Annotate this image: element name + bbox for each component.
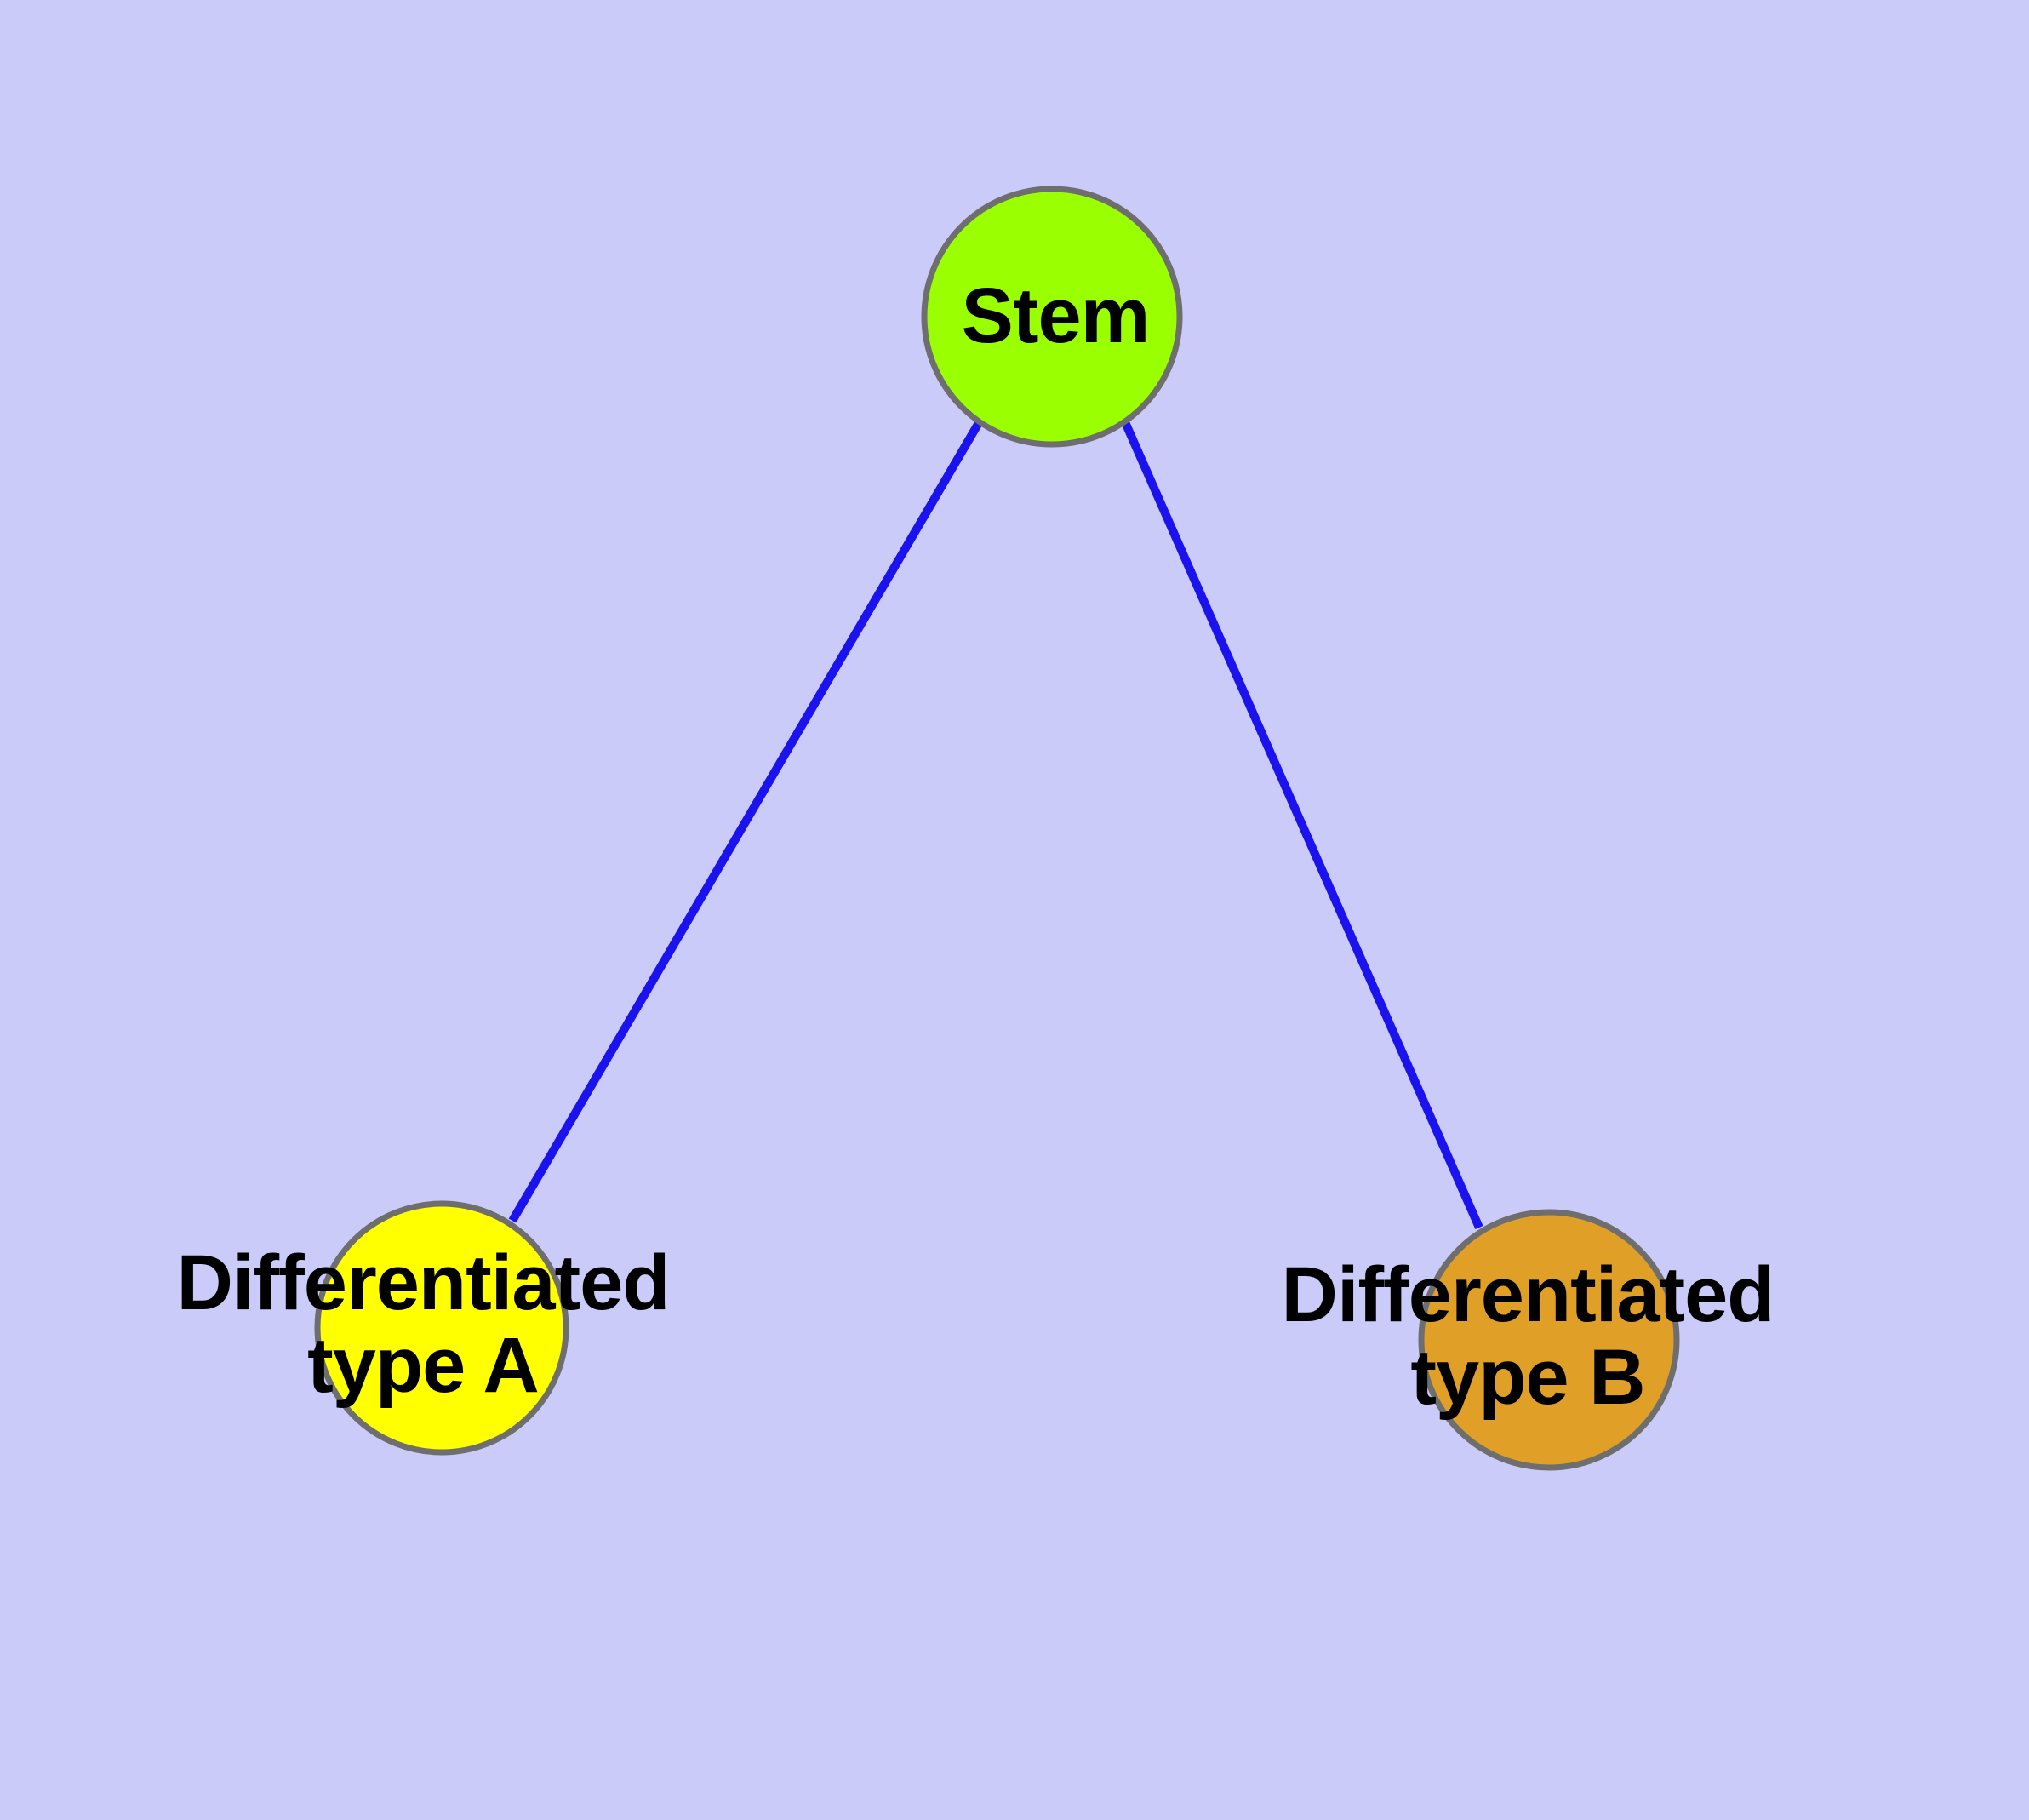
edge-stem-to-differentiated-type-b (1121, 420, 1483, 1230)
node-stem[interactable] (921, 186, 1183, 448)
edge-layer (508, 419, 1483, 1230)
node-layer (314, 186, 1680, 1471)
node-differentiated-type-b[interactable] (1418, 1209, 1680, 1471)
node-differentiated-type-a[interactable] (314, 1200, 569, 1456)
edge-stem-to-differentiated-type-a (508, 419, 984, 1223)
